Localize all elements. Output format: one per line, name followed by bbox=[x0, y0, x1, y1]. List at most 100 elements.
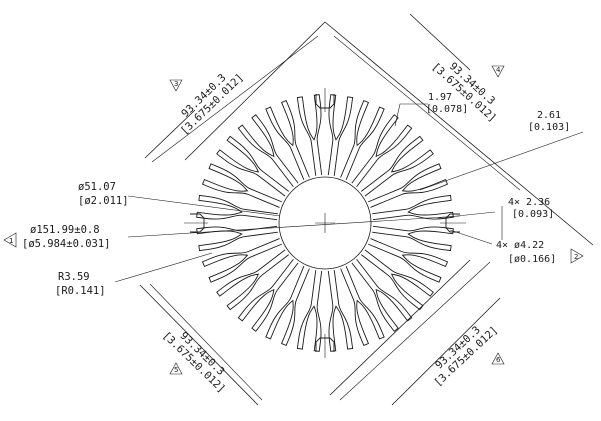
fin-outline bbox=[372, 225, 454, 252]
fin bbox=[216, 249, 290, 311]
dim-line-bottom-right bbox=[339, 261, 491, 401]
dim-side-bottom-left: 93.34±0.3 [3.675±0.012] bbox=[160, 330, 227, 396]
fin bbox=[237, 258, 299, 332]
leader-mount-slot bbox=[437, 211, 496, 219]
svg-text:3: 3 bbox=[174, 80, 178, 88]
fin-outline bbox=[360, 249, 434, 311]
dim-line-bottom-left bbox=[149, 283, 263, 401]
svg-text:4: 4 bbox=[496, 66, 501, 74]
fin bbox=[216, 135, 290, 197]
callout-2: 2 bbox=[570, 248, 584, 264]
core-circle bbox=[278, 176, 372, 270]
fin-outline bbox=[368, 238, 449, 283]
leader-mount-hole bbox=[449, 229, 493, 245]
leader-fillet bbox=[114, 252, 213, 283]
outer-diameter-inch: [ø5.984±0.031] bbox=[22, 238, 111, 250]
fin-outline bbox=[196, 225, 278, 252]
fin-outline bbox=[340, 266, 385, 347]
fin-outline bbox=[196, 194, 278, 221]
leader-lines bbox=[114, 103, 584, 283]
fin bbox=[372, 194, 454, 221]
mount-clip-south bbox=[315, 334, 335, 358]
svg-text:6: 6 bbox=[496, 356, 501, 364]
fin-tip-mm: 2.61 bbox=[537, 110, 561, 121]
fin-outline bbox=[351, 114, 413, 188]
fin bbox=[296, 270, 323, 352]
dim-line-top-left bbox=[151, 35, 319, 163]
fin-outline bbox=[265, 266, 310, 347]
fin-outline bbox=[201, 238, 282, 283]
fin bbox=[340, 99, 385, 180]
fillet-radius-inch: [R0.141] bbox=[55, 285, 106, 297]
mount-clip-east bbox=[440, 213, 466, 233]
extension-line-nw-outer bbox=[144, 109, 196, 159]
fin bbox=[265, 99, 310, 180]
core-diameter-inch: [ø2.011] bbox=[78, 195, 129, 207]
fin bbox=[360, 249, 434, 311]
mount-hole-mm: 4× ø4.22 bbox=[496, 240, 544, 251]
callout-4: 4 bbox=[491, 65, 505, 78]
leader-core-diameter bbox=[127, 195, 281, 217]
fin bbox=[351, 258, 413, 332]
fin-outline bbox=[327, 270, 354, 352]
fin bbox=[327, 94, 354, 176]
extension-line-nw bbox=[184, 21, 326, 161]
fin bbox=[196, 194, 278, 221]
fillet-radius-mm: R3.59 bbox=[58, 271, 90, 283]
fin-array bbox=[196, 94, 454, 352]
fin-width-mm: 1.97 bbox=[428, 92, 452, 103]
fin-outline bbox=[296, 94, 323, 176]
fin-tip-inch: [0.103] bbox=[528, 122, 570, 133]
mount-clip-west bbox=[184, 213, 208, 233]
fin-outline bbox=[372, 194, 454, 221]
fin-outline bbox=[360, 135, 434, 197]
fin-outline bbox=[368, 163, 449, 208]
fin bbox=[368, 163, 449, 208]
svg-text:1: 1 bbox=[9, 237, 13, 245]
fin bbox=[196, 225, 278, 252]
callout-3: 3 bbox=[169, 79, 183, 92]
leader-fin-tip bbox=[419, 131, 584, 191]
extension-line-sw bbox=[139, 284, 259, 406]
fin-outline bbox=[201, 163, 282, 208]
fin bbox=[372, 225, 454, 252]
svg-text:5: 5 bbox=[174, 366, 178, 374]
fin-outline bbox=[327, 94, 354, 176]
fin-outline bbox=[216, 249, 290, 311]
fin bbox=[327, 270, 354, 352]
core-diameter-mm: ø51.07 bbox=[78, 181, 116, 193]
extension-line-se-outer bbox=[391, 297, 501, 406]
leader-fin-width bbox=[394, 103, 428, 127]
fin-outline bbox=[340, 99, 385, 180]
leader-outer-diameter bbox=[127, 215, 461, 238]
fin bbox=[201, 238, 282, 283]
fin bbox=[237, 114, 299, 188]
fin bbox=[351, 114, 413, 188]
mount-clip-north bbox=[315, 88, 335, 112]
mount-slot-mm: 4× 2.36 bbox=[508, 197, 550, 208]
fin-outline bbox=[237, 258, 299, 332]
fin-outline bbox=[265, 99, 310, 180]
dim-line-top-right bbox=[333, 35, 521, 191]
mount-hole-inch: [ø0.166] bbox=[508, 254, 556, 265]
outer-diameter-mm: ø151.99±0.8 bbox=[30, 224, 100, 236]
fin bbox=[201, 163, 282, 208]
outline-diamond bbox=[139, 13, 594, 406]
callout-5: 5 bbox=[169, 362, 183, 375]
extension-line-se bbox=[329, 259, 471, 396]
fin bbox=[368, 238, 449, 283]
fin bbox=[296, 94, 323, 176]
fin bbox=[340, 266, 385, 347]
extension-line-ne-outer bbox=[409, 13, 471, 71]
fin bbox=[265, 266, 310, 347]
dim-side-bottom-right: 93.34±0.3 [3.675±0.012] bbox=[432, 324, 500, 389]
fin bbox=[360, 135, 434, 197]
svg-text:2: 2 bbox=[574, 253, 578, 261]
extension-line-ne bbox=[324, 21, 594, 246]
fin-outline bbox=[237, 114, 299, 188]
fin-outline bbox=[296, 270, 323, 352]
fin-width-inch: [0.078] bbox=[426, 104, 468, 115]
callout-6: 6 bbox=[491, 352, 505, 365]
mount-slot-inch: [0.093] bbox=[512, 209, 554, 220]
